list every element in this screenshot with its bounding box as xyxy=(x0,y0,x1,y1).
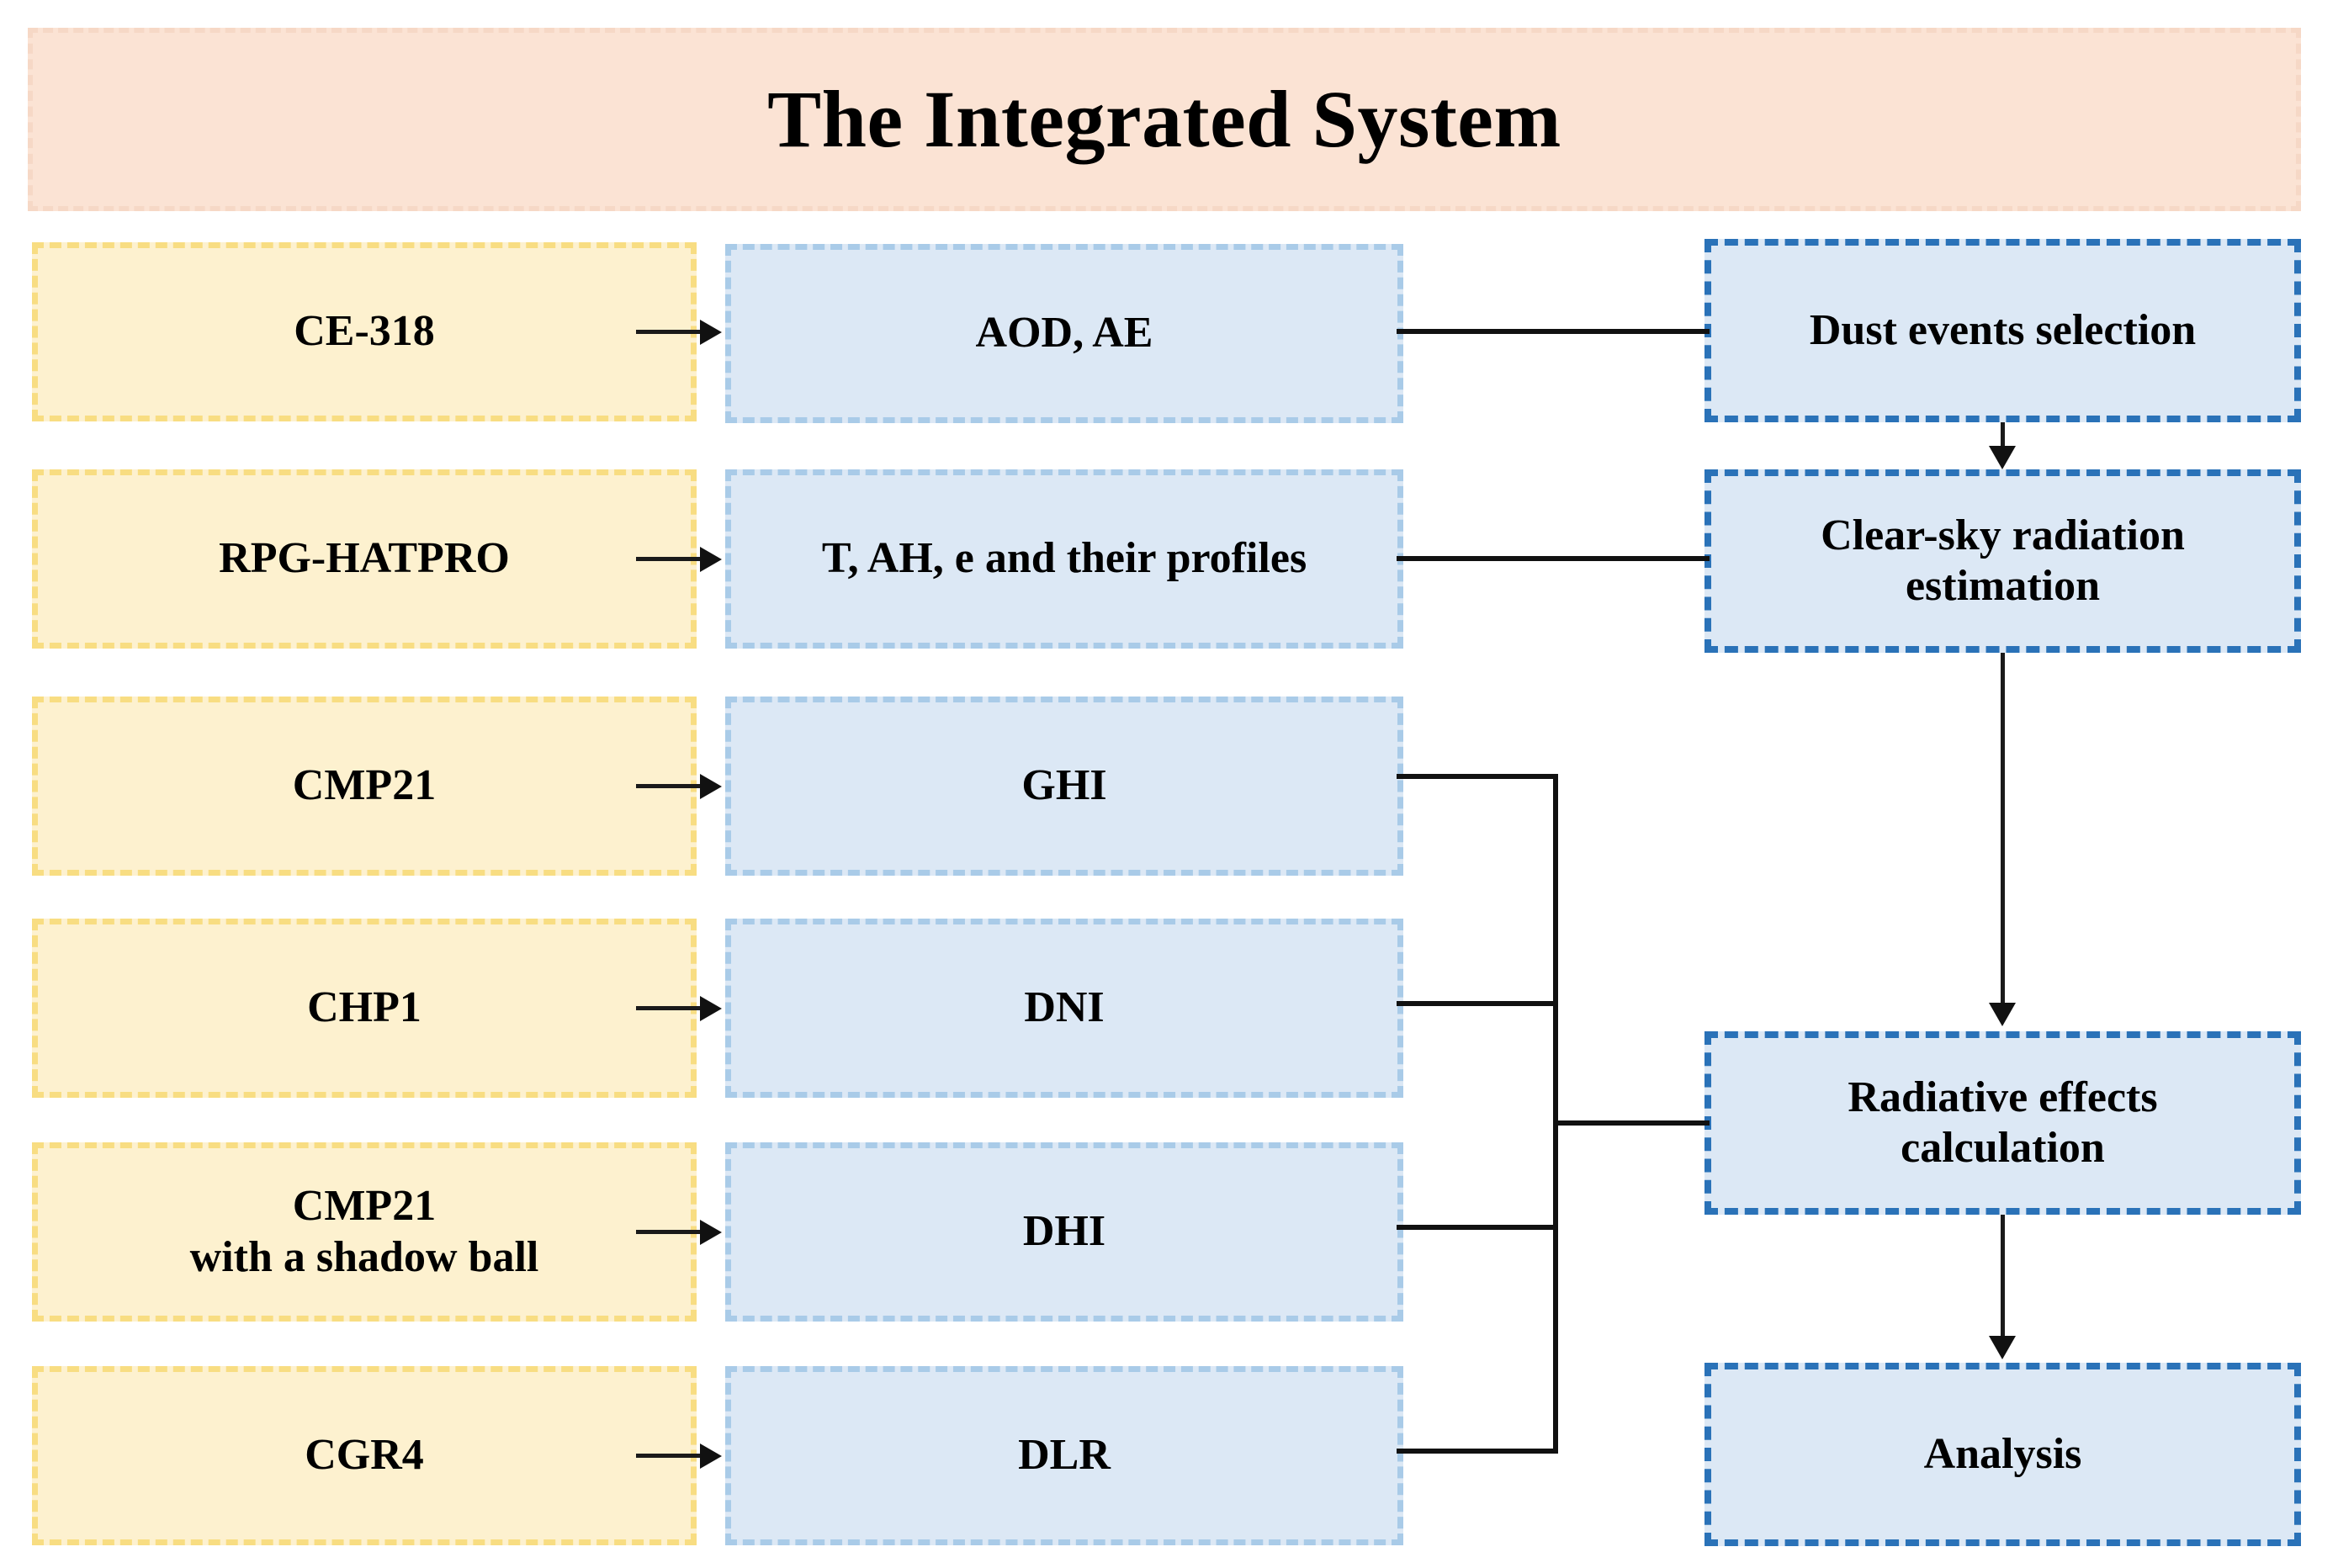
instrument-box-cgr4: CGR4 xyxy=(32,1366,697,1545)
connector-radiative-effects-to-analysis xyxy=(2001,1215,2005,1339)
process-label-analysis: Analysis xyxy=(1923,1429,2082,1478)
banner: The Integrated System xyxy=(28,28,2301,211)
connector-hatpro-to-profiles xyxy=(636,557,703,561)
process-box-clear-sky-radiation-estimation: Clear-sky radiation estimation xyxy=(1704,469,2301,653)
arrowhead-dust-to-clear-sky xyxy=(1989,446,2016,469)
connector-chp1-to-dni xyxy=(636,1006,703,1010)
connector-dhi-to-bus xyxy=(1397,1225,1558,1230)
connector-bus-to-radiative-effects xyxy=(1553,1120,1710,1126)
measurement-box-profiles: T, AH, e and their profiles xyxy=(725,469,1403,649)
measurement-label-aod-ae: AOD, AE xyxy=(975,309,1153,358)
connector-dlr-to-bus xyxy=(1397,1449,1558,1454)
process-label-clear-sky-radiation-estimation: Clear-sky radiation estimation xyxy=(1821,511,2185,610)
instrument-box-hatpro: RPG-HATPRO xyxy=(32,469,697,649)
page-title: The Integrated System xyxy=(767,74,1561,164)
process-box-analysis: Analysis xyxy=(1704,1363,2301,1546)
instrument-box-ce318: CE-318 xyxy=(32,242,697,421)
arrowhead-ce318-to-aod-ae xyxy=(700,320,722,345)
arrowhead-radiative-effects-to-analysis xyxy=(1989,1336,2016,1359)
measurement-box-dni: DNI xyxy=(725,919,1403,1098)
measurement-label-dni: DNI xyxy=(1024,983,1105,1032)
instrument-box-chp1: CHP1 xyxy=(32,919,697,1098)
connector-ce318-to-aod-ae xyxy=(636,330,703,334)
connector-profiles-to-clear-sky xyxy=(1397,556,1710,561)
measurement-box-dhi: DHI xyxy=(725,1142,1403,1322)
measurement-box-dlr: DLR xyxy=(725,1366,1403,1545)
connector-dni-to-bus xyxy=(1397,1001,1558,1006)
instrument-label-chp1: CHP1 xyxy=(307,983,421,1032)
connector-cmp21sb-to-dhi xyxy=(636,1230,703,1234)
arrowhead-cmp21sb-to-dhi xyxy=(700,1220,722,1245)
measurement-label-dhi: DHI xyxy=(1022,1207,1106,1256)
connector-clear-sky-to-radiative-effects xyxy=(2001,653,2005,1006)
instrument-box-cmp21-shadow-ball: CMP21 with a shadow ball xyxy=(32,1142,697,1322)
process-label-radiative-effects-calculation: Radiative effects calculation xyxy=(1848,1073,2158,1172)
arrowhead-clear-sky-to-radiative-effects xyxy=(1989,1003,2016,1026)
connector-dust-to-clear-sky xyxy=(2001,422,2005,453)
connector-cmp21-to-ghi xyxy=(636,784,703,788)
process-label-dust-events-selection: Dust events selection xyxy=(1809,305,2197,354)
measurement-label-ghi: GHI xyxy=(1021,761,1107,810)
measurement-label-dlr: DLR xyxy=(1018,1431,1111,1480)
arrowhead-cmp21-to-ghi xyxy=(700,774,722,799)
process-box-dust-events-selection: Dust events selection xyxy=(1704,239,2301,422)
instrument-label-hatpro: RPG-HATPRO xyxy=(219,534,510,583)
measurement-box-aod-ae: AOD, AE xyxy=(725,244,1403,423)
measurement-label-profiles: T, AH, e and their profiles xyxy=(821,534,1307,583)
connector-aod-ae-to-dust-events xyxy=(1397,329,1710,334)
connector-bus-vertical xyxy=(1553,774,1558,1454)
instrument-label-cgr4: CGR4 xyxy=(305,1431,424,1480)
instrument-box-cmp21: CMP21 xyxy=(32,697,697,876)
connector-cgr4-to-dlr xyxy=(636,1454,703,1458)
arrowhead-hatpro-to-profiles xyxy=(700,547,722,572)
process-box-radiative-effects-calculation: Radiative effects calculation xyxy=(1704,1031,2301,1215)
measurement-box-ghi: GHI xyxy=(725,697,1403,876)
arrowhead-chp1-to-dni xyxy=(700,996,722,1021)
instrument-label-cmp21-shadow-ball: CMP21 with a shadow ball xyxy=(189,1182,539,1281)
arrowhead-cgr4-to-dlr xyxy=(700,1444,722,1469)
connector-ghi-to-bus xyxy=(1397,774,1558,779)
instrument-label-cmp21: CMP21 xyxy=(292,761,437,810)
instrument-label-ce318: CE-318 xyxy=(294,307,435,356)
